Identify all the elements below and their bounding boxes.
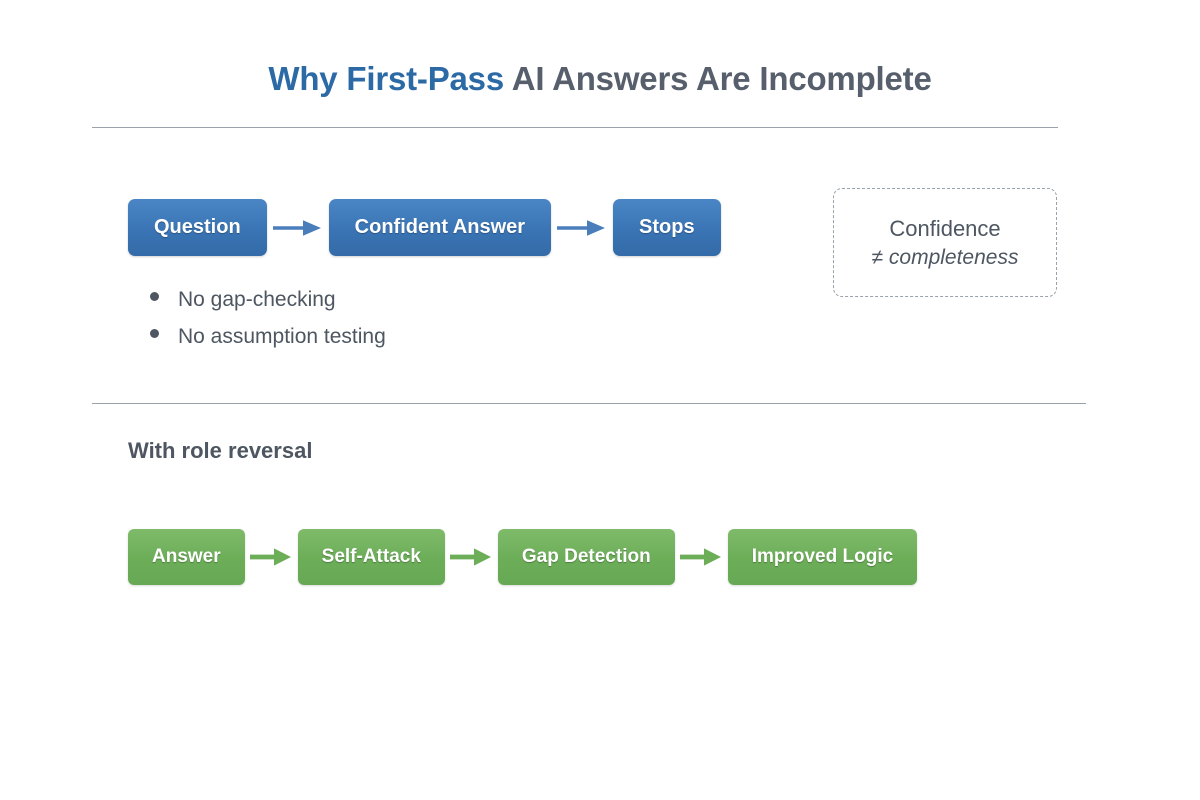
arrow-right-icon bbox=[267, 218, 329, 238]
bullet-dot-icon bbox=[150, 329, 159, 338]
confidence-callout: Confidence ≠ completeness bbox=[833, 188, 1057, 297]
arrow-right-icon bbox=[675, 547, 728, 567]
flow-node-answer[interactable]: Answer bbox=[128, 529, 245, 585]
bullet-dot-icon bbox=[150, 292, 159, 301]
gap-bullet-list: No gap-checking No assumption testing bbox=[150, 288, 386, 362]
title-divider bbox=[92, 127, 1058, 128]
flow-node-stops[interactable]: Stops bbox=[613, 199, 721, 256]
flow-node-improved-logic[interactable]: Improved Logic bbox=[727, 529, 918, 585]
flow-node-question[interactable]: Question bbox=[128, 199, 267, 256]
role-reversal-flow: Answer Self-Attack Gap Detection Improve… bbox=[128, 529, 918, 585]
page-title: Why First-Pass AI Answers Are Incomplete bbox=[0, 60, 1200, 98]
callout-line-2: ≠ completeness bbox=[871, 245, 1019, 269]
section-divider bbox=[92, 403, 1086, 404]
section-subheading: With role reversal bbox=[128, 438, 313, 463]
list-item-label: No assumption testing bbox=[178, 325, 386, 348]
page-title-plain: AI Answers Are Incomplete bbox=[511, 60, 932, 97]
flow-node-gap-detection[interactable]: Gap Detection bbox=[497, 529, 675, 585]
callout-line-1: Confidence bbox=[889, 215, 1001, 241]
list-item-label: No gap-checking bbox=[178, 288, 336, 311]
arrow-right-icon bbox=[445, 547, 498, 567]
arrow-right-icon bbox=[551, 218, 613, 238]
first-pass-flow: Question Confident Answer Stops bbox=[128, 199, 721, 256]
page-title-accent: Why First-Pass bbox=[268, 60, 504, 97]
flow-node-self-attack[interactable]: Self-Attack bbox=[297, 529, 445, 585]
arrow-right-icon bbox=[245, 547, 298, 567]
list-item: No gap-checking bbox=[150, 288, 386, 312]
list-item: No assumption testing bbox=[150, 325, 386, 349]
flow-node-confident-answer[interactable]: Confident Answer bbox=[328, 199, 552, 256]
